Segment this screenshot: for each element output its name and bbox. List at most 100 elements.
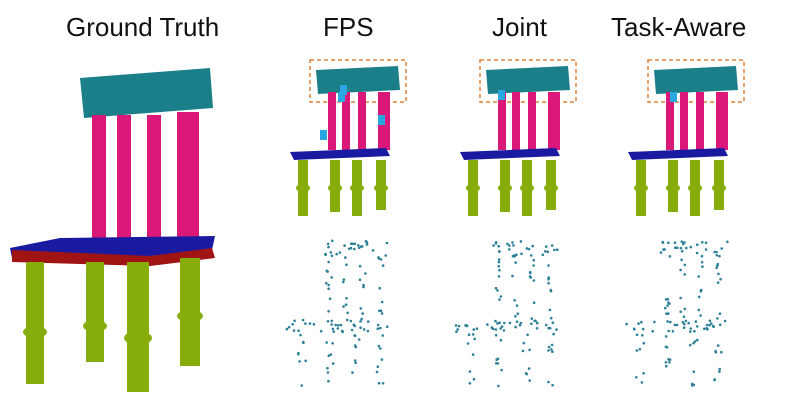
spindle (328, 92, 336, 150)
sample-point (547, 345, 551, 349)
sample-point (379, 326, 382, 330)
sample-point (285, 327, 289, 331)
sample-point (503, 321, 506, 325)
sample-point (635, 349, 639, 352)
leg-turning (666, 184, 680, 192)
sample-point (673, 241, 677, 244)
sample-point (704, 248, 708, 251)
sample-point (687, 321, 690, 325)
sample-point (466, 342, 470, 345)
gt-leg-turning (83, 320, 107, 332)
sample-point (494, 328, 498, 331)
sample-point (350, 328, 354, 332)
sample-point (467, 333, 471, 337)
sample-point (326, 242, 330, 246)
sample-point (319, 329, 323, 333)
sample-point (513, 254, 517, 258)
sample-point (499, 295, 503, 298)
sample-point (664, 335, 668, 338)
sample-point (546, 250, 550, 254)
sample-point (710, 322, 713, 325)
sample-point (529, 271, 532, 275)
sample-point (514, 261, 517, 264)
spindle (528, 92, 536, 150)
sample-point (365, 243, 369, 246)
spindle (548, 92, 560, 150)
spindle (716, 92, 728, 150)
backrest (654, 66, 738, 94)
sample-point (342, 278, 346, 281)
sample-point (666, 304, 669, 307)
sample-point (544, 250, 547, 253)
sample-point (297, 329, 300, 333)
sample-point (553, 248, 556, 252)
sample-point (667, 312, 670, 315)
sample-point (662, 248, 665, 251)
sample-point (718, 370, 721, 373)
leg-turning (466, 184, 480, 192)
sample-point (683, 322, 686, 326)
highlight-patch (320, 130, 327, 140)
sample-point (635, 333, 639, 337)
sample-point (497, 258, 501, 261)
sample-point (696, 243, 699, 246)
sample-point (342, 280, 345, 284)
sample-point (308, 322, 312, 325)
sample-point (694, 320, 698, 323)
sample-point (726, 240, 729, 244)
sample-point (353, 247, 356, 251)
sample-point (518, 323, 522, 327)
sample-point (715, 266, 718, 270)
sample-point (708, 323, 711, 327)
sample-point (357, 246, 361, 250)
sample-point (696, 338, 699, 342)
gt-leg-turning (177, 310, 203, 322)
sample-point (345, 297, 348, 300)
sample-point (324, 253, 327, 257)
gt-spindle (147, 115, 161, 245)
sample-point (530, 317, 534, 320)
sample-point (638, 347, 642, 351)
sample-point (364, 272, 367, 275)
spindle (498, 92, 506, 150)
sample-point (668, 254, 672, 258)
sample-point (708, 319, 712, 323)
sample-point (327, 310, 330, 313)
sample-point (699, 314, 702, 317)
sample-point (494, 286, 498, 290)
sample-point (304, 359, 308, 363)
sample-point (535, 327, 539, 330)
sample-point (720, 247, 723, 250)
sample-point (513, 299, 516, 302)
sample-point (640, 320, 643, 324)
sample-point (529, 276, 532, 279)
sample-point (338, 251, 342, 254)
sample-point (495, 358, 499, 362)
sample-point (345, 263, 348, 267)
sample-point (497, 250, 501, 253)
sample-point (547, 264, 550, 267)
sample-point (697, 308, 701, 312)
highlight-patch (378, 115, 385, 125)
sample-point (511, 254, 515, 258)
leg-turning (520, 184, 534, 192)
sample-point (716, 317, 719, 320)
sample-point (455, 330, 458, 334)
sample-point (331, 239, 334, 243)
gt-leg (86, 262, 104, 362)
sample-point (692, 370, 696, 374)
sample-point (329, 353, 333, 356)
sample-point (353, 359, 357, 362)
sample-point (361, 312, 365, 315)
sample-point (689, 327, 692, 330)
sample-point (642, 372, 645, 375)
sample-point (468, 370, 472, 373)
sample-point (515, 320, 519, 324)
sample-point (334, 323, 338, 327)
sample-point (498, 298, 501, 301)
sample-point (713, 250, 716, 254)
sample-point (454, 324, 458, 327)
sample-point (327, 283, 331, 287)
sample-point (327, 245, 330, 249)
sample-point (682, 326, 686, 330)
